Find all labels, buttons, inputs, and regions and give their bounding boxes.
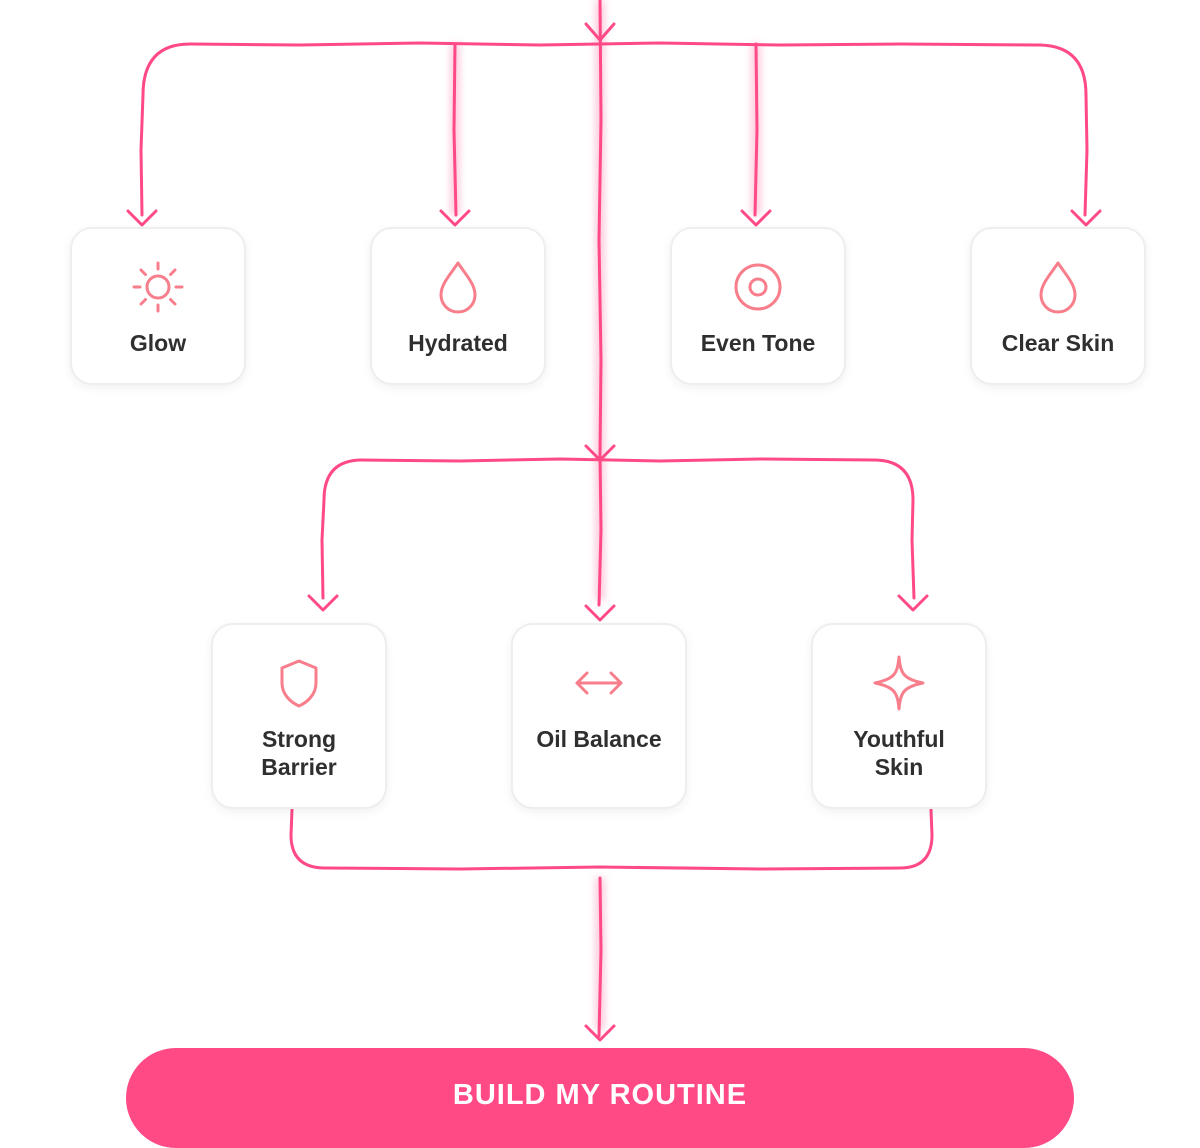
goal-card-even-tone[interactable]: Even Tone: [670, 227, 846, 385]
drop-icon: [428, 257, 488, 317]
sparkle-icon: [869, 653, 929, 713]
goal-label: Youthful Skin: [853, 726, 945, 780]
arrows-horizontal-icon: [569, 653, 629, 713]
goal-card-youthful-skin[interactable]: Youthful Skin: [811, 623, 987, 809]
goal-card-hydrated[interactable]: Hydrated: [370, 227, 546, 385]
sun-icon: [128, 257, 188, 317]
goal-card-oil-balance[interactable]: Oil Balance: [511, 623, 687, 809]
drop-icon: [1028, 257, 1088, 317]
goal-card-glow[interactable]: Glow: [70, 227, 246, 385]
build-routine-button[interactable]: BUILD MY ROUTINE: [126, 1048, 1074, 1148]
goal-label: Strong Barrier: [261, 726, 337, 780]
goal-label: Even Tone: [700, 330, 816, 356]
goal-label: Glow: [129, 330, 187, 356]
connector-glow: [451, 0, 760, 1030]
goal-card-strong-barrier[interactable]: Strong Barrier: [211, 623, 387, 809]
goal-label: Clear Skin: [1001, 330, 1115, 356]
shield-icon: [269, 653, 329, 713]
connector-lines: [126, 0, 1102, 1042]
goal-label: Oil Balance: [536, 726, 662, 752]
target-icon: [728, 257, 788, 317]
goal-label: Hydrated: [408, 330, 508, 356]
goal-card-clear-skin[interactable]: Clear Skin: [970, 227, 1146, 385]
